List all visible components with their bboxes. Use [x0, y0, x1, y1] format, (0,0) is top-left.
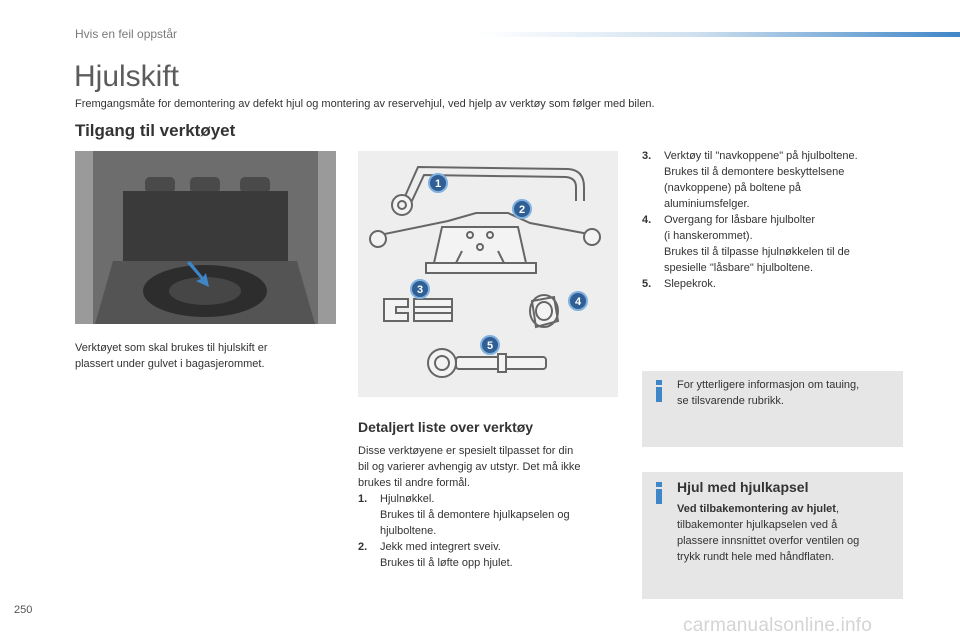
hubcap-line: ,: [835, 503, 839, 515]
info-icon: [654, 482, 664, 504]
item-line: Brukes til å demontere beskyttelsene: [664, 166, 845, 178]
list-item: 4. Overgang for låsbare hjulbolter (i ha…: [642, 212, 902, 276]
item-number: 3.: [642, 150, 652, 162]
detail-intro-line: bil og varierer avhengig av utstyr. Det …: [358, 461, 581, 473]
trunk-caption: Verktøyet som skal brukes til hjulskift …: [75, 340, 335, 372]
item-line: aluminiumsfelger.: [664, 198, 750, 210]
label-4: 4: [575, 296, 582, 308]
label-1: 1: [435, 178, 441, 190]
tools-illustration: 1 2 3 4 5: [358, 151, 618, 397]
towing-eye-drawing: [427, 348, 547, 378]
label-2: 2: [519, 204, 525, 216]
label-5: 5: [487, 340, 493, 352]
info-box-hubcap: Hjul med hjulkapsel Ved tilbakemontering…: [642, 472, 903, 599]
detail-intro-line: brukes til andre formål.: [358, 477, 470, 489]
page-number: 250: [14, 604, 33, 616]
intro-text: Fremgangsmåte for demontering av defekt …: [75, 98, 655, 110]
info-icon: [654, 380, 664, 402]
item-line: Brukes til å løfte opp hjulet.: [380, 557, 513, 569]
item-number: 2.: [358, 541, 368, 553]
hubcap-text: Ved tilbakemontering av hjulet, tilbakem…: [677, 501, 892, 565]
hubcap-title: Hjul med hjulkapsel: [677, 479, 809, 495]
hubcap-line: tilbakemonter hjulkapselen ved å: [677, 519, 838, 531]
list-item: 3. Verktøy til "navkoppene" på hjulbolte…: [642, 148, 902, 212]
tool-list-continued: 3. Verktøy til "navkoppene" på hjulbolte…: [642, 148, 902, 292]
detail-section-title: Detaljert liste over verktøy: [358, 419, 534, 435]
jack-drawing: [369, 212, 601, 274]
item-number: 5.: [642, 278, 652, 290]
access-section-title: Tilgang til verktøyet: [75, 121, 236, 140]
item-line: (navkoppene) på boltene på: [664, 182, 801, 194]
item-line: Slepekrok.: [664, 278, 716, 290]
detail-intro-line: Disse verktøyene er spesielt tilpasset f…: [358, 445, 574, 457]
item-line: Overgang for låsbare hjulbolter: [664, 214, 816, 226]
item-line: spesielle "låsbare" hjulboltene.: [664, 262, 814, 274]
item-line: Brukes til å tilpasse hjulnøkkelen til d…: [664, 246, 850, 258]
item-line: Jekk med integrert sveiv.: [380, 541, 501, 553]
list-item: 2. Jekk med integrert sveiv. Brukes til …: [358, 539, 618, 571]
item-line: hjulboltene.: [380, 525, 437, 537]
bolt-adapter-drawing: [529, 294, 560, 329]
info-box-towing: For ytterligere informasjon om tauing, s…: [642, 371, 903, 447]
list-item: 5. Slepekrok.: [642, 276, 902, 292]
detail-section-body: Disse verktøyene er spesielt tilpasset f…: [358, 443, 618, 571]
caption-line: Verktøyet som skal brukes til hjulskift …: [75, 342, 268, 354]
info-line: se tilsvarende rubrikk.: [677, 395, 784, 407]
page-title: Hjulskift: [74, 60, 180, 93]
hubcap-tool-drawing: [383, 298, 453, 322]
list-item: 1. Hjulnøkkel. Brukes til å demontere hj…: [358, 491, 618, 539]
trunk-photo: [75, 151, 336, 324]
header-accent-bar: [478, 32, 960, 37]
watermark: carmanualsonline.info: [683, 615, 873, 636]
label-3: 3: [417, 284, 423, 296]
caption-line: plassert under gulvet i bagasjerommet.: [75, 358, 265, 370]
running-header: Hvis en feil oppstår: [75, 27, 178, 41]
item-number: 4.: [642, 214, 652, 226]
hubcap-line: trykk rundt hele med håndflaten.: [677, 551, 835, 563]
wheel-wrench-drawing: [391, 165, 585, 216]
hubcap-line: plassere innsnittet overfor ventilen og: [677, 535, 860, 547]
item-line: Hjulnøkkel.: [380, 493, 435, 505]
item-number: 1.: [358, 493, 368, 505]
item-line: Verktøy til "navkoppene" på hjulboltene.: [664, 150, 858, 162]
hubcap-bold-lead: Ved tilbakemontering av hjulet: [677, 503, 836, 515]
item-line: (i hanskerommet).: [664, 230, 753, 242]
info-line: For ytterligere informasjon om tauing,: [677, 379, 860, 391]
item-line: Brukes til å demontere hjulkapselen og: [380, 509, 570, 521]
